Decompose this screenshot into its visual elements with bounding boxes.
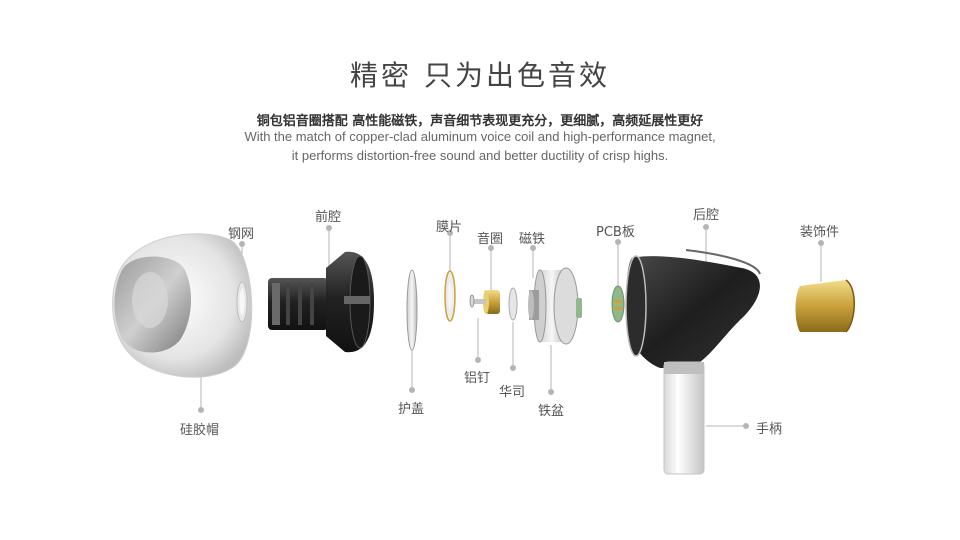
washer bbox=[508, 287, 518, 321]
label-pcb-board: PCB板 bbox=[596, 225, 635, 240]
label-cover: 护盖 bbox=[398, 402, 425, 417]
page-title: 精密 只为出色音效 bbox=[350, 59, 610, 92]
steel-mesh bbox=[236, 281, 248, 323]
label-aluminum-nail: 铝钉 bbox=[464, 371, 491, 386]
aluminum-nail bbox=[469, 294, 486, 308]
label-decoration: 装饰件 bbox=[800, 225, 840, 240]
decoration bbox=[795, 279, 855, 333]
magnet bbox=[528, 290, 539, 320]
pcb-board bbox=[611, 285, 625, 323]
subtitle-english-line2: it performs distortion-free sound and be… bbox=[291, 148, 669, 163]
handle bbox=[663, 361, 705, 475]
label-handle: 手柄 bbox=[756, 422, 783, 437]
silicone-cap bbox=[112, 233, 253, 378]
label-magnet: 磁铁 bbox=[519, 232, 546, 247]
label-rear-cavity: 后腔 bbox=[693, 208, 720, 223]
magnet-green-ring bbox=[576, 298, 582, 318]
label-front-cavity: 前腔 bbox=[315, 210, 342, 225]
iron-basin bbox=[533, 267, 579, 345]
label-steel-mesh: 钢网 bbox=[228, 227, 255, 242]
label-washer: 华司 bbox=[499, 385, 526, 400]
label-iron-basin: 铁盆 bbox=[538, 404, 565, 419]
label-diaphragm: 膜片 bbox=[436, 220, 463, 235]
rear-cavity bbox=[625, 249, 761, 368]
subtitle-english-line1: With the match of copper-clad aluminum v… bbox=[244, 129, 716, 144]
cover bbox=[406, 269, 418, 351]
subtitle-chinese: 铜包铝音圈搭配 高性能磁铁，声音细节表现更充分，更细腻，高频延展性更好 bbox=[256, 114, 704, 129]
front-cavity bbox=[268, 251, 374, 353]
label-voice-coil: 音圈 bbox=[477, 232, 504, 247]
label-silicone-cap: 硅胶帽 bbox=[180, 423, 220, 438]
diaphragm bbox=[444, 270, 456, 322]
